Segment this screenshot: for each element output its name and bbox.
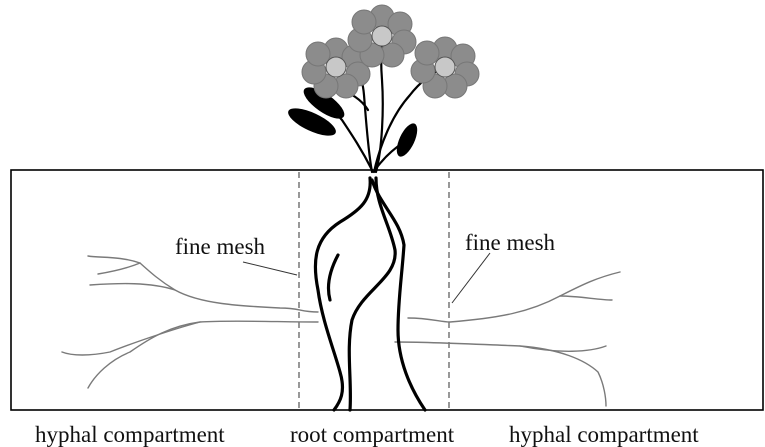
flower-right bbox=[411, 37, 479, 98]
fine-mesh-label-right: fine mesh bbox=[465, 231, 555, 254]
roots bbox=[315, 178, 425, 410]
hyphal-compartment-caption-right: hyphal compartment bbox=[509, 423, 699, 446]
root-compartment-caption: root compartment bbox=[290, 423, 454, 446]
fine-mesh-label-left: fine mesh bbox=[175, 235, 265, 258]
leader-line-right bbox=[452, 253, 490, 303]
hyphal-compartment-caption-left: hyphal compartment bbox=[35, 423, 225, 446]
leaf bbox=[393, 121, 422, 160]
leader-line-left bbox=[243, 262, 297, 275]
